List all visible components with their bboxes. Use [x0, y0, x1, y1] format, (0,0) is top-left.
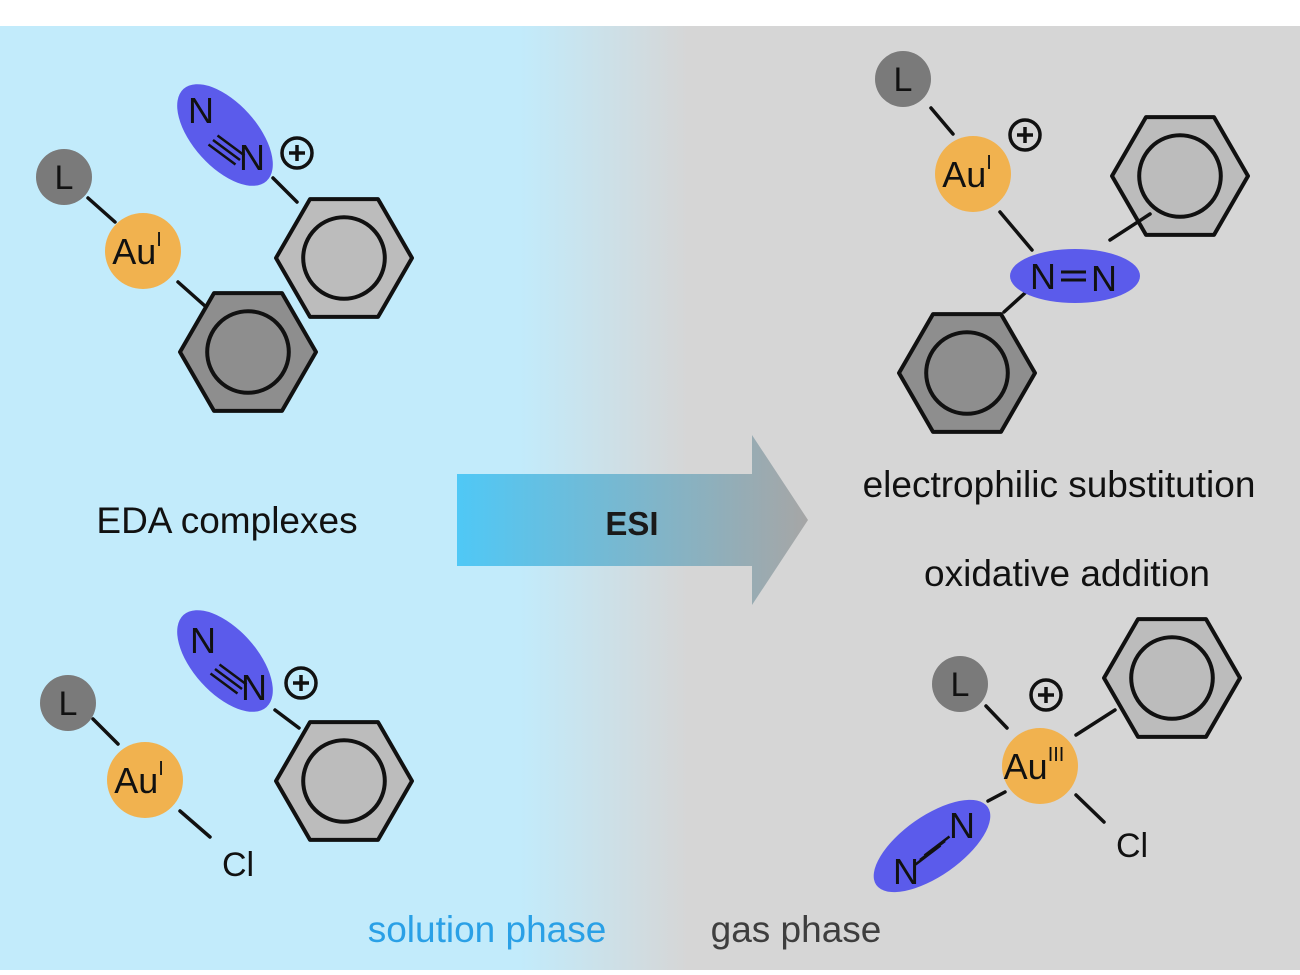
chloride-au3: Cl	[1116, 827, 1148, 865]
diazo-bottom-left-triple-bond	[218, 663, 248, 686]
plus-top-right	[1008, 118, 1042, 152]
gold-au3	[1002, 728, 1078, 804]
bond-au-n-top-right	[998, 210, 1034, 252]
diazo-top-left-triple-bond	[207, 143, 237, 166]
gold-top-left-label: AuI	[112, 229, 162, 272]
bond-au3-n	[986, 790, 1007, 803]
esi-arrow	[457, 435, 808, 605]
esi-label: ESI	[605, 505, 658, 542]
benzene-azo-left-inner	[924, 330, 1010, 416]
gas-phase-label: gas phase	[711, 909, 882, 950]
bond-l-au-top	[86, 196, 117, 224]
plus-top-left	[280, 136, 314, 170]
ligand-bottom-left	[40, 675, 96, 731]
benzene-azo-right-inner	[1137, 133, 1223, 219]
diazo-top-left-n2: N	[239, 137, 265, 178]
bond-l-au-top-right	[929, 106, 955, 136]
diazo-top-left-triple-bond	[216, 134, 246, 157]
eda-complexes-label: EDA complexes	[96, 500, 357, 541]
benzene-au3-inner	[1129, 635, 1215, 721]
benzene-azo-left	[897, 312, 1037, 434]
bond-l-au3	[984, 704, 1009, 730]
benzene-au3	[1102, 617, 1242, 739]
gold-bottom-left-label: AuI	[114, 758, 164, 801]
bond-l-au-bottom	[91, 717, 120, 746]
diazo-bottom-left-n2: N	[241, 667, 267, 708]
plus-bottom-left	[284, 666, 318, 700]
benzene-au-aryl-inner	[205, 309, 291, 395]
benzene-au-aryl	[178, 291, 318, 413]
ligand-bottom-left-label: L	[59, 685, 78, 723]
diazo-bottom-left-triple-bond	[209, 672, 239, 695]
gold-top-left	[105, 213, 181, 289]
benzene-diazonium-top-inner	[301, 215, 387, 301]
gold-bottom-left	[107, 742, 183, 818]
chloride-bottom-left: Cl	[222, 846, 254, 884]
solution-phase-label: solution phase	[368, 909, 607, 950]
gold-top-right	[935, 136, 1011, 212]
benzene-azo-right	[1110, 115, 1250, 237]
gold-top-right-label: AuI	[942, 152, 992, 195]
diazo-bottom-left-n1: N	[190, 620, 216, 661]
bond-n-aryl-top	[271, 176, 299, 204]
diazo-top-right-n1: N	[1030, 256, 1056, 297]
bond-au-cl-bottom	[178, 809, 212, 839]
diazo-au3-triple-bond	[923, 835, 951, 857]
bond-au-aryl	[176, 280, 207, 308]
bonds	[86, 106, 1152, 839]
benzene-diazonium-bottom-inner	[301, 738, 387, 824]
ligand-top-right	[875, 51, 931, 107]
bond-n-aryl-bottom	[273, 708, 301, 730]
diazo-top-right-n2: N	[1091, 258, 1117, 299]
bond-au3-cl	[1074, 793, 1106, 824]
ligand-top-left-label: L	[55, 159, 74, 197]
diazo-bottom-left-triple-bond	[214, 667, 243, 691]
bond-n-ring-right	[1108, 212, 1152, 242]
benzene-diazonium-bottom	[274, 720, 414, 842]
oxidative-addition-label: oxidative addition	[924, 553, 1210, 594]
ligand-au3-label: L	[951, 666, 970, 704]
diazo-top-right	[1010, 249, 1140, 303]
diazo-top-left	[177, 84, 273, 186]
benzene-diazonium-top	[274, 197, 414, 319]
bond-au3-aryl	[1074, 708, 1117, 737]
diazo-au3-n2: N	[949, 805, 975, 846]
diazo-bottom-left	[177, 610, 273, 712]
benzene-rings	[178, 115, 1250, 842]
diazo-top-left-triple-bond	[212, 138, 241, 162]
plus-au3	[1029, 678, 1063, 712]
ligand-top-left	[36, 149, 92, 205]
ligand-top-right-label: L	[894, 61, 913, 99]
diazo-au3	[873, 799, 991, 893]
diazo-top-left-n1: N	[188, 90, 214, 131]
diazo-au3-n1: N	[893, 851, 919, 892]
electrophilic-substitution-label: electrophilic substitution	[863, 464, 1256, 505]
ligand-au3	[932, 656, 988, 712]
